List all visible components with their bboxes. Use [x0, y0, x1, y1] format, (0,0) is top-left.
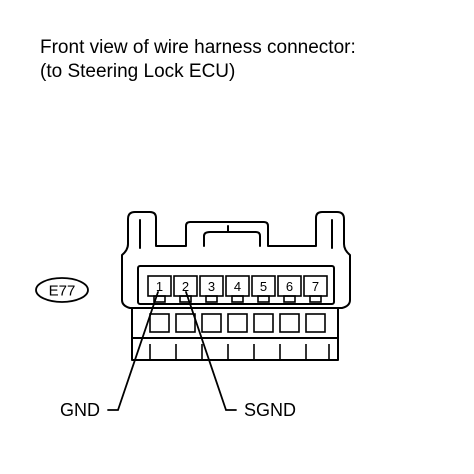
- gnd-label: GND: [60, 400, 100, 420]
- pin-number: 1: [156, 279, 163, 294]
- pin-number: 5: [260, 279, 267, 294]
- pin-number: 4: [234, 279, 241, 294]
- pin-tab: [205, 295, 218, 303]
- caption-line-1: Front view of wire harness connector:: [40, 37, 356, 58]
- pin-tab: [231, 295, 244, 303]
- pin-number: 2: [182, 279, 189, 294]
- pin-cavity-frame: [137, 265, 335, 305]
- pin-tab: [153, 295, 166, 303]
- pin-number: 3: [208, 279, 215, 294]
- sgnd-label: SGND: [244, 400, 296, 420]
- connector-code-badge: [35, 277, 89, 303]
- terminal-slot: [253, 313, 274, 333]
- pin-number: 6: [286, 279, 293, 294]
- connector-latch: [203, 231, 261, 247]
- sgnd-leader-line: [185, 291, 237, 411]
- terminal-slot: [305, 313, 326, 333]
- caption-line-2: (to Steering Lock ECU): [40, 61, 236, 82]
- terminal-slot: [279, 313, 300, 333]
- connector-code-label: E77: [49, 283, 76, 300]
- diagram-caption: Front view of wire harness connector: (t…: [40, 36, 356, 84]
- terminal-slot: [227, 313, 248, 333]
- gnd-leader-line: [107, 291, 159, 411]
- terminal-block: [131, 307, 339, 361]
- terminal-slot: [201, 313, 222, 333]
- pin-tab: [257, 295, 270, 303]
- terminal-slot: [149, 313, 170, 333]
- terminal-slot: [175, 313, 196, 333]
- pin-tab: [283, 295, 296, 303]
- pin-number: 7: [312, 279, 319, 294]
- connector-housing: [121, 211, 351, 309]
- pin-tab: [309, 295, 322, 303]
- pin-tab: [179, 295, 192, 303]
